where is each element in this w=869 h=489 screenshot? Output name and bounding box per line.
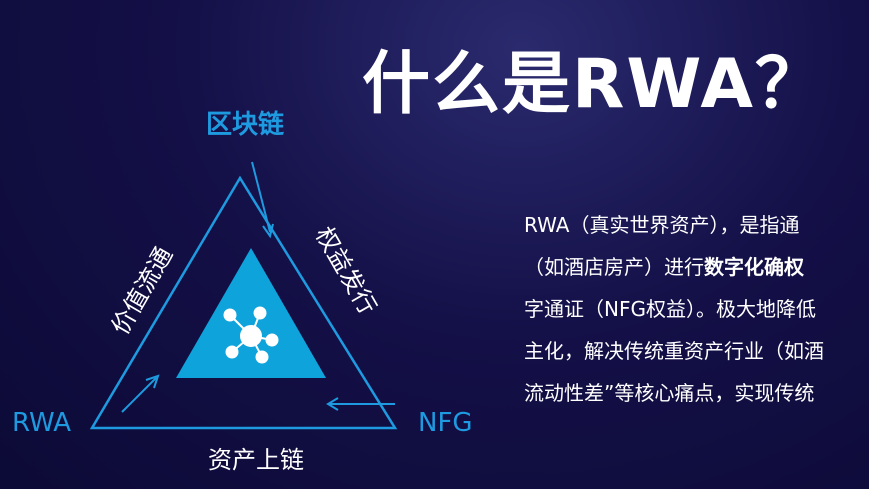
paragraph-text: （如酒店房产）进行 <box>524 255 704 279</box>
center-triangle <box>176 248 326 378</box>
paragraph-line: RWA（真实世界资产），是指通 <box>524 213 800 237</box>
edge-label-asset-onchain: 资产上链 <box>208 446 304 474</box>
paragraph-line: （如酒店房产）进行数字化确权 <box>524 246 869 288</box>
label-blockchain: 区块链 <box>206 110 285 140</box>
label-rwa: RWA <box>12 408 72 438</box>
paragraph-line: 主化，解决传统重资产行业（如酒 <box>524 339 824 363</box>
paragraph-line: 字通证（NFG权益）。极大地降低 <box>524 297 816 321</box>
network-nodes-icon <box>223 306 279 364</box>
paragraph-bold-text: 数字化确权 <box>704 255 804 279</box>
paragraph-line: 流动性差”等核心痛点，实现传统 <box>524 381 815 405</box>
outer-triangle <box>89 175 398 430</box>
description-paragraph: RWA（真实世界资产），是指通 （如酒店房产）进行数字化确权 字通证（NFG权益… <box>524 204 869 414</box>
flow-arrows <box>121 161 395 413</box>
page-title: 什么是RWA？ <box>362 45 825 124</box>
label-nfg: NFG <box>418 408 473 438</box>
